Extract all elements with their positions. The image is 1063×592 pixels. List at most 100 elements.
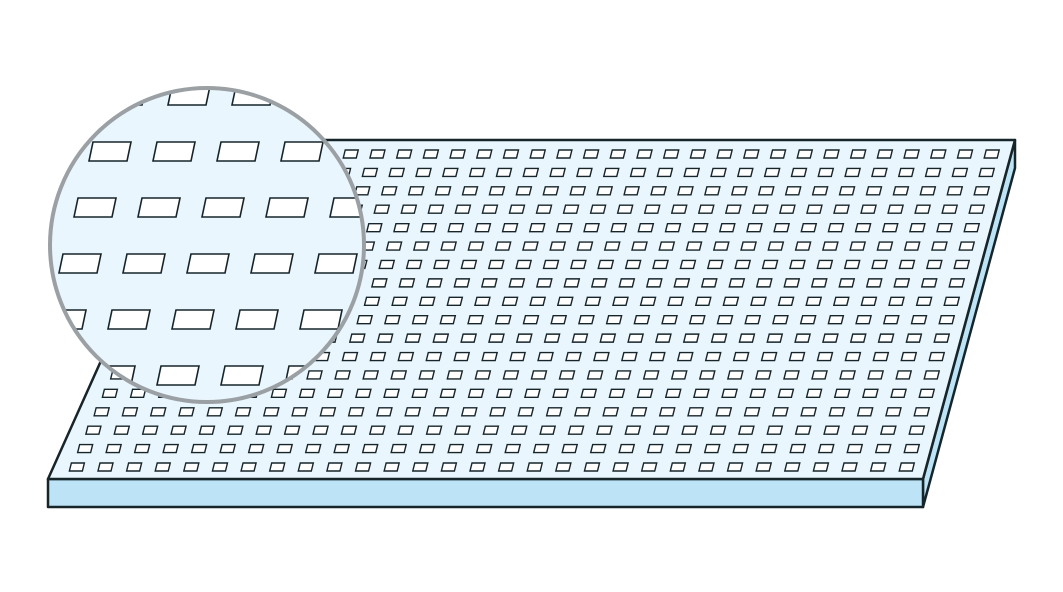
perforation-hole	[811, 370, 828, 380]
perforation-hole	[76, 443, 94, 454]
perforation-hole	[616, 204, 634, 214]
perforation-hole	[687, 407, 704, 417]
perforation-hole	[953, 259, 971, 270]
perforation-hole	[914, 204, 932, 214]
perforation-hole	[578, 315, 595, 325]
perforation-hole	[388, 167, 406, 178]
perforation-hole	[633, 315, 651, 325]
perforation-hole	[113, 425, 131, 435]
perforation-hole	[542, 259, 560, 270]
perforation-hole	[571, 333, 589, 343]
perforation-hole	[334, 370, 351, 380]
magnified-hole	[235, 309, 279, 330]
perforation-hole	[642, 370, 660, 380]
perforation-hole	[874, 443, 892, 454]
perforation-hole	[867, 370, 885, 380]
perforation-hole	[662, 149, 680, 159]
perforation-hole	[783, 462, 801, 472]
perforation-hole	[340, 425, 358, 435]
perforation-hole	[833, 388, 851, 399]
perforation-hole	[973, 186, 991, 196]
perforation-hole	[515, 186, 533, 196]
perforation-hole	[749, 388, 767, 399]
perforation-hole	[555, 222, 573, 233]
perforation-hole	[149, 407, 167, 417]
perforation-hole	[913, 407, 931, 417]
magnified-hole	[50, 141, 68, 162]
perforation-hole	[676, 351, 694, 362]
magnified-hole	[122, 253, 166, 274]
perforation-hole	[369, 149, 386, 159]
perforation-hole	[612, 296, 629, 306]
perforation-hole	[515, 259, 533, 270]
perforation-hole	[532, 443, 550, 454]
perforation-hole	[646, 443, 664, 454]
perforation-hole	[876, 241, 894, 251]
perforation-hole	[629, 167, 647, 178]
perforation-hole	[468, 167, 486, 178]
perforation-hole	[630, 407, 648, 417]
perforation-hole	[652, 425, 670, 435]
perforation-hole	[862, 388, 879, 399]
perforation-hole	[983, 149, 1001, 159]
perforation-hole	[755, 370, 772, 380]
perforation-hole	[439, 388, 457, 399]
perforation-hole	[833, 204, 850, 214]
perforation-hole	[816, 351, 834, 362]
perforation-hole	[860, 296, 878, 306]
perforation-hole	[897, 167, 915, 178]
perforation-hole	[766, 425, 784, 435]
perforation-hole	[760, 443, 778, 454]
perforation-hole	[925, 259, 943, 270]
perforation-hole	[895, 370, 913, 380]
perforation-hole	[467, 388, 485, 399]
perforation-hole	[773, 222, 791, 233]
magnified-hole	[186, 253, 230, 274]
perforation-hole	[856, 407, 874, 417]
perforation-hole	[569, 259, 587, 270]
perforation-hole	[454, 425, 471, 435]
perforation-hole	[361, 443, 379, 454]
perforation-hole	[882, 315, 900, 325]
perforation-hole	[800, 407, 818, 417]
perforation-hole	[502, 149, 520, 159]
perforation-hole	[704, 186, 721, 196]
perforation-hole	[580, 388, 598, 399]
perforation-hole	[460, 333, 478, 343]
perforation-hole	[794, 425, 812, 435]
perforation-hole	[373, 204, 391, 214]
perforation-hole	[849, 149, 867, 159]
perforation-hole	[685, 241, 703, 251]
perforation-hole	[542, 186, 560, 196]
perforation-hole	[319, 407, 337, 417]
perforation-hole	[614, 370, 632, 380]
perforation-hole	[304, 443, 322, 454]
perforation-hole	[240, 462, 257, 472]
perforation-hole	[851, 425, 869, 435]
perforation-hole	[597, 259, 615, 270]
perforation-hole	[670, 204, 688, 214]
perforation-hole	[956, 149, 974, 159]
perforation-hole	[691, 222, 709, 233]
perforation-hole	[425, 425, 443, 435]
perforation-hole	[418, 443, 436, 454]
perforation-hole	[378, 259, 396, 270]
perforation-hole	[750, 296, 767, 306]
perforation-hole	[509, 351, 527, 362]
perforation-hole	[872, 351, 890, 362]
perforation-hole	[860, 204, 877, 214]
perforation-hole	[495, 167, 513, 178]
perforation-hole	[467, 315, 484, 325]
perforation-hole	[865, 278, 883, 288]
perforation-hole	[624, 259, 642, 270]
perforation-hole	[154, 462, 172, 472]
perforation-hole	[362, 370, 380, 380]
perforation-hole	[903, 241, 921, 251]
perforation-hole	[488, 333, 505, 343]
perforation-hole	[558, 370, 576, 380]
perforation-hole	[400, 204, 418, 214]
perforation-hole	[101, 388, 119, 399]
perforation-hole	[743, 407, 761, 417]
perforation-hole	[838, 186, 856, 196]
perforation-hole	[732, 351, 750, 362]
